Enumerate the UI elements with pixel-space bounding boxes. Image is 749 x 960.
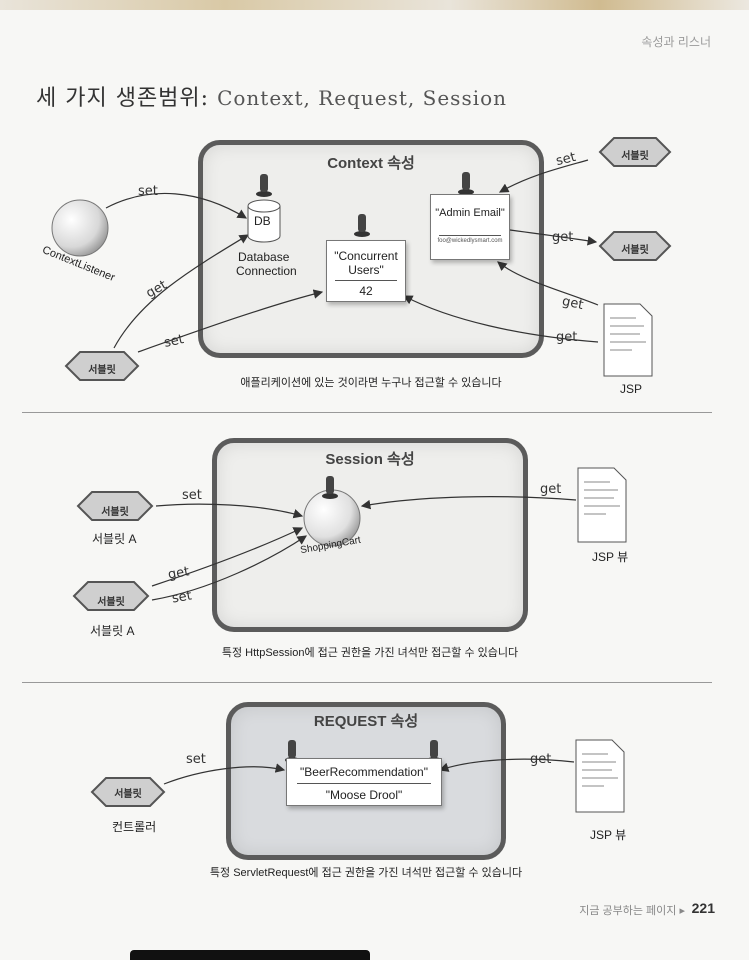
db-caption-line2: Connection <box>236 264 297 278</box>
pushpin-db <box>256 174 272 197</box>
attr-value: "Moose Drool" <box>325 788 403 802</box>
request-controller[interactable]: 서블릿 <box>91 774 165 810</box>
arrow-servlet-set-users <box>137 289 324 353</box>
session-jsp-page <box>577 467 627 543</box>
db-text: DB <box>254 214 271 228</box>
page-number: 221 <box>691 900 715 916</box>
footer-running-text: 지금 공부하는 페이지 ▸ <box>579 905 685 917</box>
servlet-text: 서블릿 <box>621 244 649 256</box>
servlet-shape-top-right <box>598 137 672 167</box>
db-caption-line1: Database <box>238 250 290 264</box>
context-panel-title: Context 속성 <box>327 155 415 172</box>
beer-recommendation-note: "BeerRecommendation" "Moose Drool" <box>286 758 442 806</box>
admin-value: foo@wickedlysmart.com <box>437 238 503 244</box>
context-caption: 애플리케이션에 있는 것이라면 누구나 접근할 수 있습니다 <box>240 377 502 389</box>
title-main: 세 가지 생존범위: <box>36 86 218 111</box>
arrow-jsp-get-users <box>402 295 599 343</box>
arrow-servlet-set-admin <box>498 159 589 193</box>
context-servlet-left[interactable]: 서블릿 <box>64 350 140 386</box>
admin-email-note: "Admin Email" foo@wickedlysmart.com <box>430 194 510 260</box>
request-caption: 특정 ServletRequest에 접근 권한을 가진 녀석만 접근할 수 있… <box>209 867 523 879</box>
request-diagram <box>90 739 625 813</box>
context-listener-sphere <box>51 199 109 257</box>
session-servletB-shape <box>72 581 150 611</box>
users-line2: Users" <box>348 263 384 277</box>
session-diagram <box>72 467 627 611</box>
session-panel-title: Session 속성 <box>325 451 415 468</box>
arrow-servletA-set-cart <box>155 503 304 519</box>
session-servlet-b[interactable]: 서블릿 <box>74 582 148 618</box>
running-header: 속성과 리스너 <box>641 35 711 49</box>
users-line1: "Concurrent <box>334 249 398 263</box>
arrow-listener-set-db <box>105 192 248 219</box>
arrow-admin-get-servlet <box>509 229 598 246</box>
jsp-get-users-label: get <box>556 330 578 345</box>
servlet-text: 서블릿 <box>101 506 129 518</box>
session-servletA-shape <box>76 491 154 521</box>
servlet-shape-left <box>64 351 140 381</box>
database-cylinder <box>247 199 281 243</box>
servlet-text: 서블릿 <box>114 788 142 800</box>
session-jsp-label: JSP 뷰 <box>592 550 629 564</box>
servlet-a-label: 서블릿 A <box>92 532 137 546</box>
pushpin-users <box>354 214 370 237</box>
title-scopes: Context, Request, Session <box>217 86 508 110</box>
session-caption: 특정 HttpSession에 접근 권한을 가진 녀석만 접근할 수 있습니다 <box>221 647 519 659</box>
request-panel-title: REQUEST 속성 <box>313 713 419 730</box>
pushpin-admin <box>458 172 474 195</box>
servlet-text: 서블릿 <box>88 364 116 376</box>
context-jsp-page <box>603 303 653 377</box>
arrow-servlet-get-db <box>113 234 250 349</box>
controller-label: 컨트롤러 <box>112 820 157 834</box>
arrow-controller-set-attr <box>163 763 286 785</box>
concurrent-users-note: "Concurrent Users" 42 <box>326 240 406 302</box>
admin-label: "Admin Email" <box>435 207 505 219</box>
context-servlet-mid-right[interactable]: 서블릿 <box>598 230 672 266</box>
divider-1 <box>22 412 712 413</box>
arrow-servletB-set-cart <box>151 535 307 601</box>
session-get-jsp-label: get <box>540 482 562 497</box>
request-set-label: set <box>186 752 206 767</box>
arrow-servletB-get-cart <box>151 527 304 587</box>
pushpin-cart <box>322 476 338 499</box>
admin-get-label: get <box>552 230 574 245</box>
top-photo-strip <box>0 0 749 10</box>
request-jsp-label: JSP 뷰 <box>590 828 627 842</box>
request-get-label: get <box>530 752 552 767</box>
servlet-text: 서블릿 <box>97 596 125 608</box>
request-jsp-page <box>575 739 625 813</box>
session-servlet-a[interactable]: 서블릿 <box>78 492 152 528</box>
session-panel <box>212 438 528 632</box>
context-servlet-top-right[interactable]: 서블릿 <box>598 136 672 172</box>
servlet-shape-mid-right <box>598 231 672 261</box>
arrow-jsp-get-attr <box>438 758 575 772</box>
arrow-jsp-get-admin <box>497 261 599 306</box>
servlet-b-label: 서블릿 A <box>90 624 135 638</box>
servlet-text: 서블릿 <box>621 150 649 162</box>
divider-2 <box>22 682 712 683</box>
bottom-dark-strip <box>130 950 370 960</box>
context-diagram <box>51 137 672 381</box>
listener-set-label: set <box>138 184 158 199</box>
attr-name: "BeerRecommendation" <box>300 765 428 779</box>
page-title: 세 가지 생존범위: Context, Request, Session <box>36 80 507 112</box>
users-value: 42 <box>359 284 373 298</box>
request-controller-shape <box>90 777 166 807</box>
arrow-jsp-get-cart <box>360 496 577 510</box>
context-jsp-label: JSP <box>620 382 643 396</box>
session-set-a-label: set <box>182 488 202 503</box>
